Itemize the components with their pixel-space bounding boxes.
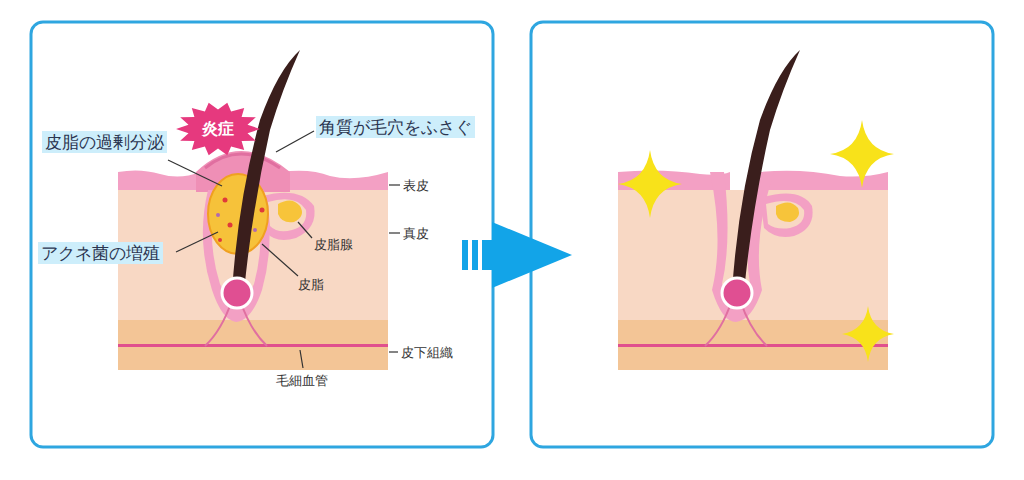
healthy-skin: [618, 50, 888, 370]
part-label: 真皮: [403, 225, 429, 243]
transition-arrow: [462, 222, 572, 288]
part-label: 皮脂: [298, 276, 324, 294]
part-label: 皮脂腺: [314, 236, 353, 254]
part-label: 表皮: [403, 177, 429, 195]
leader-lines: [168, 131, 400, 368]
callout-text: アクネ菌の増殖: [38, 242, 163, 264]
sparkles: [618, 120, 894, 362]
acne-skin: [118, 50, 388, 370]
right-panel: [531, 22, 993, 447]
highlight-label: 角質が毛穴をふさぐ: [316, 116, 475, 139]
burst-text: 炎症: [176, 102, 260, 156]
callout-text: 角質が毛穴をふさぐ: [316, 116, 475, 138]
inflammation-burst: 炎症: [176, 102, 260, 156]
highlight-label: 皮脂の過剰分泌: [42, 131, 167, 154]
callout-text: 皮脂の過剰分泌: [42, 131, 167, 153]
left-panel: [31, 22, 493, 447]
part-label: 毛細血管: [276, 372, 328, 390]
highlight-label: アクネ菌の増殖: [38, 242, 163, 265]
part-label: 皮下組織: [401, 344, 453, 362]
